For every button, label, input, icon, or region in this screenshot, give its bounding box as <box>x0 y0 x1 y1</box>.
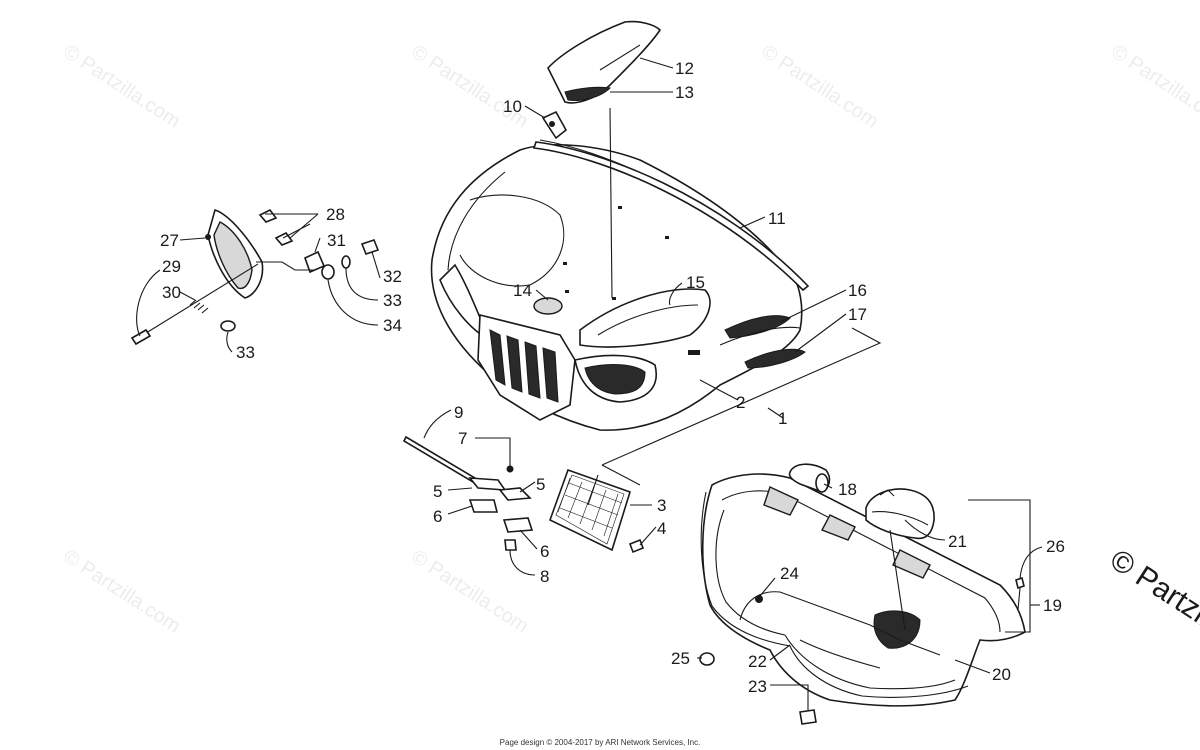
watermark: © Partzilla.com <box>757 41 882 133</box>
callout-7[interactable]: 7 <box>458 429 467 448</box>
callout-31[interactable]: 31 <box>327 231 346 250</box>
callout-6[interactable]: 6 <box>540 542 549 561</box>
bracket-part[interactable] <box>468 465 534 551</box>
callout-5[interactable]: 5 <box>433 482 442 501</box>
callout-5[interactable]: 5 <box>536 475 545 494</box>
callout-1[interactable]: 1 <box>778 409 787 428</box>
callout-29[interactable]: 29 <box>162 257 181 276</box>
callout-10[interactable]: 10 <box>503 97 522 116</box>
callout-32[interactable]: 32 <box>383 267 402 286</box>
callout-20[interactable]: 20 <box>992 665 1011 684</box>
callout-2[interactable]: 2 <box>736 393 745 412</box>
callout-17[interactable]: 17 <box>848 305 867 324</box>
watermark: © Partzilla.com <box>59 41 184 133</box>
watermark-edge: © Partzilla <box>1104 543 1200 646</box>
leader-lines <box>136 57 1043 710</box>
adjuster-spring-part[interactable] <box>130 263 259 346</box>
callout-28[interactable]: 28 <box>326 205 345 224</box>
foam-block-part[interactable] <box>788 463 831 493</box>
callout-30[interactable]: 30 <box>162 283 181 302</box>
hood-part[interactable] <box>430 139 806 431</box>
callout-14[interactable]: 14 <box>513 281 532 300</box>
callout-23[interactable]: 23 <box>748 677 767 696</box>
callout-25[interactable]: 25 <box>671 649 690 668</box>
screen-part[interactable] <box>549 468 645 554</box>
callout-9[interactable]: 9 <box>454 403 463 422</box>
watermark: © Partzilla.com <box>407 41 532 133</box>
latch-part[interactable] <box>541 110 568 140</box>
callout-4[interactable]: 4 <box>657 519 666 538</box>
emblem-part[interactable] <box>533 297 563 315</box>
callout-24[interactable]: 24 <box>780 564 799 583</box>
trim-strip-part[interactable] <box>532 141 810 292</box>
watermark: © Partzilla.com <box>1107 41 1200 133</box>
callout-13[interactable]: 13 <box>675 83 694 102</box>
headlight-part[interactable] <box>205 208 264 299</box>
watermark: © Partzilla.com <box>407 546 532 638</box>
callout-18[interactable]: 18 <box>838 480 857 499</box>
decal-part[interactable] <box>744 348 806 369</box>
screw-part[interactable] <box>258 208 294 246</box>
callout-21[interactable]: 21 <box>948 532 967 551</box>
callout-3[interactable]: 3 <box>657 496 666 515</box>
callout-33[interactable]: 33 <box>236 343 255 362</box>
callout-26[interactable]: 26 <box>1046 537 1065 556</box>
callout-34[interactable]: 34 <box>383 316 402 335</box>
fastener-part[interactable] <box>699 576 1025 725</box>
copyright-footer: Page design © 2004-2017 by ARI Network S… <box>499 738 701 747</box>
storage-tub-part[interactable] <box>701 473 1026 707</box>
callout-33[interactable]: 33 <box>383 291 402 310</box>
watermark: © Partzilla.com <box>59 546 184 638</box>
callout-8[interactable]: 8 <box>540 567 549 586</box>
callout-11[interactable]: 11 <box>768 209 786 228</box>
callout-16[interactable]: 16 <box>848 281 867 300</box>
hood-vent-part[interactable] <box>547 20 662 104</box>
callout-19[interactable]: 19 <box>1043 596 1062 615</box>
mount-hardware-part[interactable] <box>304 239 380 280</box>
bin-part[interactable] <box>865 488 935 540</box>
callout-12[interactable]: 12 <box>675 59 694 78</box>
callout-22[interactable]: 22 <box>748 652 767 671</box>
callout-15[interactable]: 15 <box>686 273 705 292</box>
gasket-part[interactable] <box>700 491 969 698</box>
callout-labels: 1 2 3 4 5 5 6 6 7 8 9 10 11 12 13 14 15 … <box>160 59 1065 696</box>
callout-6[interactable]: 6 <box>433 507 442 526</box>
callout-27[interactable]: 27 <box>160 231 179 250</box>
